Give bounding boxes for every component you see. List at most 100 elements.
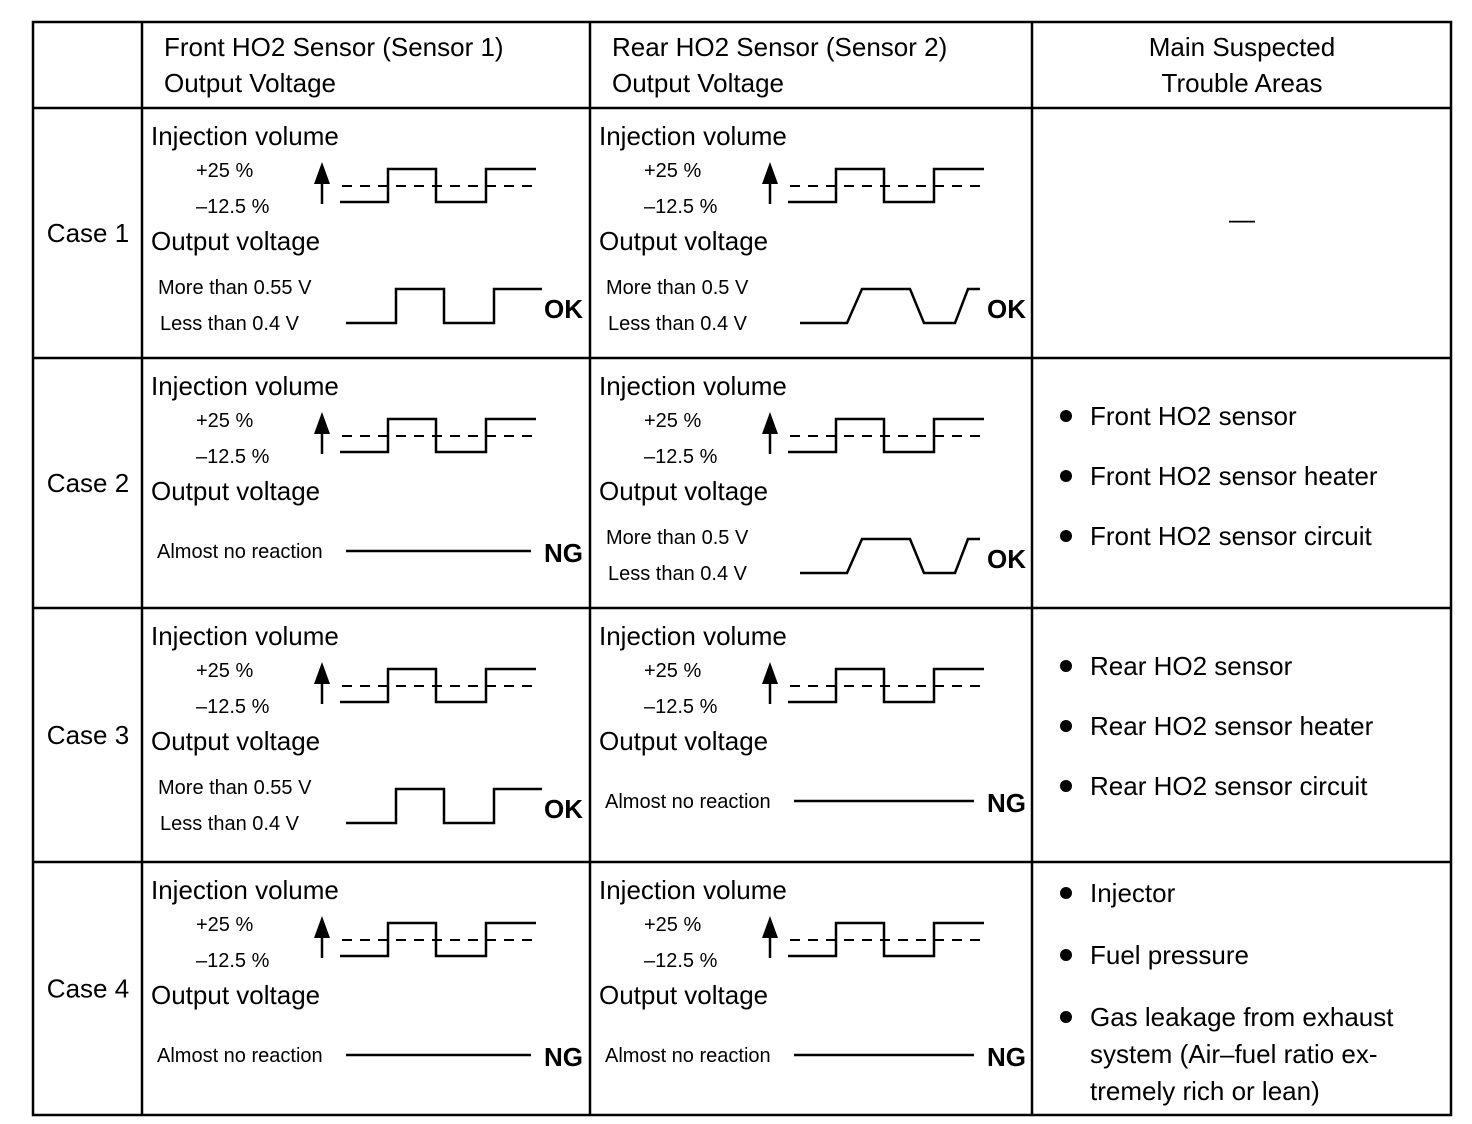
front-output-voltage-label: Output voltage xyxy=(151,980,320,1010)
rear-low-voltage-label: Less than 0.4 V xyxy=(608,563,748,585)
front-plus-label: +25 % xyxy=(196,914,253,936)
rear-high-voltage-label: More than 0.5 V xyxy=(606,277,749,299)
case-label: Case 3 xyxy=(47,720,129,750)
trouble-item: Front HO2 sensor xyxy=(1060,401,1297,431)
trouble-item-text: Rear HO2 sensor xyxy=(1090,651,1293,681)
rear-low-voltage-label: Less than 0.4 V xyxy=(608,313,748,335)
bullet-icon xyxy=(1060,887,1072,899)
trouble-item-text: Rear HO2 sensor heater xyxy=(1090,711,1374,741)
front-injection-waveform xyxy=(314,412,536,454)
bullet-icon xyxy=(1060,949,1072,961)
front-injection-waveform xyxy=(314,662,536,704)
trouble-header-line-1: Main Suspected xyxy=(1149,32,1335,62)
rear-injection-waveform xyxy=(762,412,984,454)
front-injection-volume-label: Injection volume xyxy=(151,121,339,151)
front-sensor-cell: Injection volume+25 %–12.5 %Output volta… xyxy=(151,875,583,1072)
rear-plus-label: +25 % xyxy=(644,660,701,682)
front-status: NG xyxy=(544,1042,583,1072)
rear-injection-volume-label: Injection volume xyxy=(599,371,787,401)
rear-injection-volume-label: Injection volume xyxy=(599,875,787,905)
front-low-voltage-label: Less than 0.4 V xyxy=(160,813,300,835)
front-output-waveform xyxy=(346,287,542,325)
rear-header-line-2: Output Voltage xyxy=(612,68,784,98)
trouble-item-text: Fuel pressure xyxy=(1090,940,1249,970)
rear-injection-volume-label: Injection volume xyxy=(599,621,787,651)
trouble-item-text: tremely rich or lean) xyxy=(1090,1076,1320,1106)
bullet-icon xyxy=(1060,1011,1072,1023)
front-output-voltage-label: Output voltage xyxy=(151,726,320,756)
rear-status: OK xyxy=(987,294,1026,324)
front-plus-label: +25 % xyxy=(196,160,253,182)
front-minus-label: –12.5 % xyxy=(196,196,270,218)
rear-plus-label: +25 % xyxy=(644,410,701,432)
rear-status: NG xyxy=(987,1042,1026,1072)
front-status: OK xyxy=(544,294,583,324)
front-no-reaction-label: Almost no reaction xyxy=(157,1045,323,1067)
rear-minus-label: –12.5 % xyxy=(644,196,718,218)
rear-minus-label: –12.5 % xyxy=(644,950,718,972)
trouble-header-line-2: Trouble Areas xyxy=(1162,68,1323,98)
trouble-item-text: Front HO2 sensor circuit xyxy=(1090,521,1373,551)
front-status: NG xyxy=(544,538,583,568)
rear-no-reaction-label: Almost no reaction xyxy=(605,1045,771,1067)
trouble-item-text: Rear HO2 sensor circuit xyxy=(1090,771,1368,801)
front-plus-label: +25 % xyxy=(196,410,253,432)
rear-output-voltage-label: Output voltage xyxy=(599,980,768,1010)
trouble-item: Injector xyxy=(1060,878,1176,908)
header-row: Front HO2 Sensor (Sensor 1) Output Volta… xyxy=(164,32,1335,98)
rear-plus-label: +25 % xyxy=(644,914,701,936)
bullet-icon xyxy=(1060,530,1072,542)
front-header-line-1: Front HO2 Sensor (Sensor 1) xyxy=(164,32,504,62)
rear-sensor-cell: Injection volume +25 % –12.5 % Output volta… xyxy=(599,875,1026,1072)
trouble-item: Rear HO2 sensor heater xyxy=(1060,711,1374,741)
rear-injection-waveform xyxy=(762,916,984,958)
rear-sensor-cell: Injection volume +25 % –12.5 % Output volta… xyxy=(599,621,1026,818)
bullet-icon xyxy=(1060,660,1072,672)
front-no-reaction-label: Almost no reaction xyxy=(157,541,323,563)
front-output-voltage-label: Output voltage xyxy=(151,226,320,256)
front-header-line-2: Output Voltage xyxy=(164,68,336,98)
rear-output-voltage-label: Output voltage xyxy=(599,726,768,756)
front-injection-volume-label: Injection volume xyxy=(151,875,339,905)
trouble-item: Rear HO2 sensor xyxy=(1060,651,1293,681)
rear-injection-volume-label: Injection volume xyxy=(599,121,787,151)
front-sensor-cell: Injection volume +25 % –12.5 % Output volta… xyxy=(151,121,583,335)
rear-no-reaction-label: Almost no reaction xyxy=(605,791,771,813)
trouble-areas-cell: — xyxy=(1229,204,1255,234)
front-output-voltage-label: Output voltage xyxy=(151,476,320,506)
trouble-item: Front HO2 sensor circuit xyxy=(1060,521,1373,551)
trouble-item-text: system (Air–fuel ratio ex- xyxy=(1090,1039,1378,1069)
no-trouble-dash: — xyxy=(1229,204,1255,234)
trouble-item: Rear HO2 sensor circuit xyxy=(1060,771,1368,801)
rear-minus-label: –12.5 % xyxy=(644,696,718,718)
front-output-waveform xyxy=(346,787,542,825)
trouble-item-text: Injector xyxy=(1090,878,1176,908)
rear-output-waveform xyxy=(800,537,980,575)
trouble-item-text: Front HO2 sensor heater xyxy=(1090,461,1378,491)
front-high-voltage-label: More than 0.55 V xyxy=(158,777,312,799)
front-minus-label: –12.5 % xyxy=(196,446,270,468)
rear-plus-label: +25 % xyxy=(644,160,701,182)
rear-status: OK xyxy=(987,544,1026,574)
rear-sensor-cell: Injection volume+25 %–12.5 %Output volta… xyxy=(599,371,1026,585)
front-injection-waveform xyxy=(314,162,536,204)
rear-status: NG xyxy=(987,788,1026,818)
front-plus-label: +25 % xyxy=(196,660,253,682)
rear-output-voltage-label: Output voltage xyxy=(599,226,768,256)
case-row-3: Case 3 Injection volume +25 % –12.5 % Output… xyxy=(47,621,1374,835)
case-row-2: Case 2 Injection volume +25 % –12.5 % Output… xyxy=(47,371,1378,585)
bullet-icon xyxy=(1060,720,1072,732)
front-injection-waveform xyxy=(314,916,536,958)
rear-high-voltage-label: More than 0.5 V xyxy=(606,527,749,549)
front-injection-volume-label: Injection volume xyxy=(151,621,339,651)
front-low-voltage-label: Less than 0.4 V xyxy=(160,313,300,335)
table-grid xyxy=(31,20,1453,1117)
case-label: Case 2 xyxy=(47,468,129,498)
front-sensor-cell: Injection volume+25 %–12.5 %Output volta… xyxy=(151,621,583,835)
